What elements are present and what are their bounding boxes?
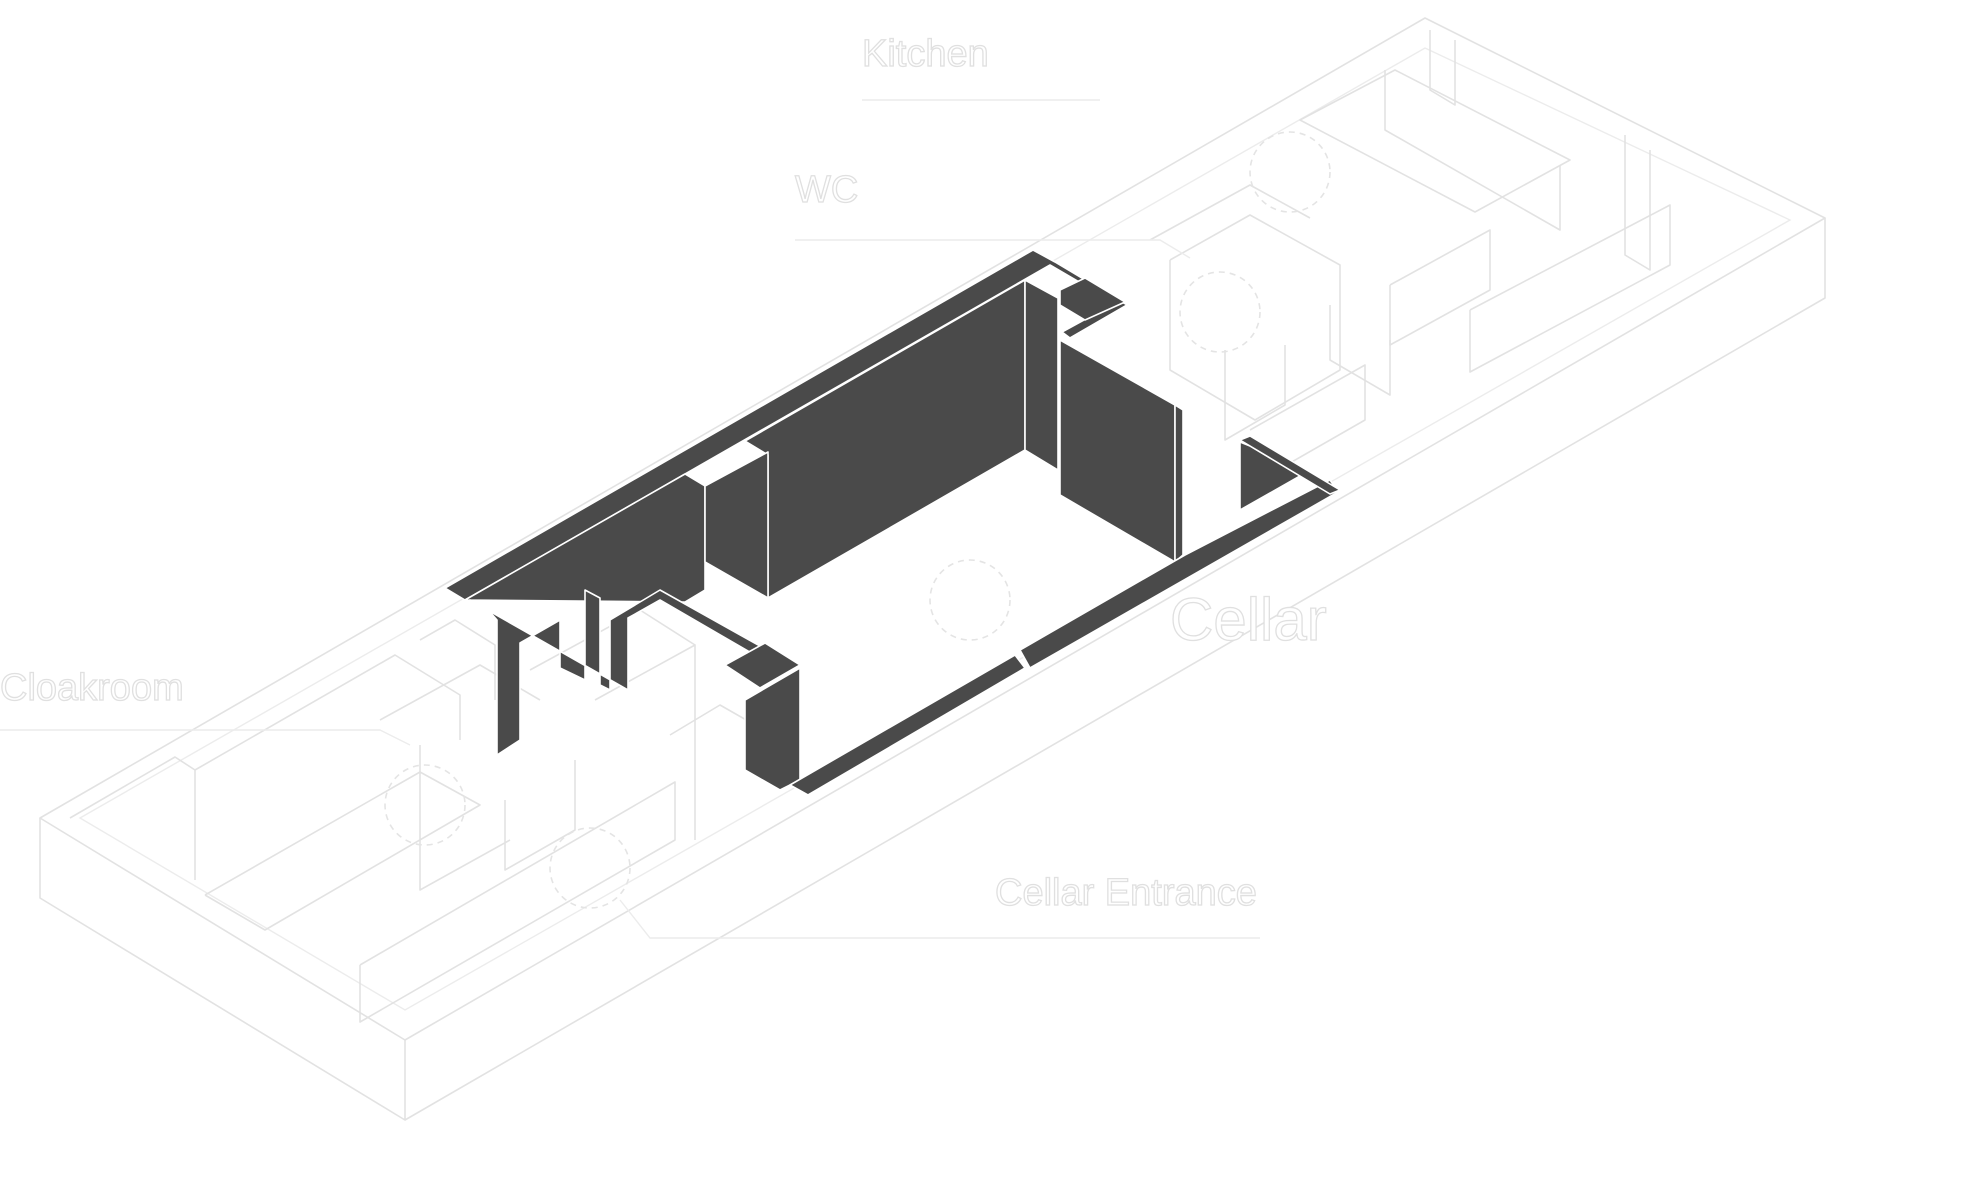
cellar-inner-step-cap — [724, 642, 801, 689]
kitchen-block — [1299, 69, 1571, 213]
room-label-cloakroom: Cloakroom — [0, 667, 184, 709]
room-labels: Kitchen WC Cellar Cloakroom Cellar Entra… — [0, 32, 1327, 914]
wc-door — [1249, 364, 1366, 484]
cellar-walls — [444, 249, 1341, 796]
cellar-left-pillar — [704, 451, 769, 599]
room-label-kitchen: Kitchen — [862, 33, 989, 75]
cloakroom-bench — [204, 771, 481, 931]
cellar-back-wall — [744, 279, 1026, 599]
cellar-right-return-cap — [1239, 435, 1341, 495]
pendant-light-kitchen — [1249, 131, 1331, 213]
cellar-right-wall — [1059, 339, 1176, 563]
base-slab-inner-rim — [78, 47, 1792, 1011]
cellar-pier — [1024, 279, 1059, 471]
kitchen-counter — [1469, 204, 1671, 373]
cellar-left-column — [469, 589, 768, 756]
pendant-light-wc — [1179, 271, 1261, 353]
cellar-right-wall-edge — [1174, 404, 1184, 563]
room-label-cellar: Cellar — [1170, 586, 1327, 653]
cellar-front-wall — [789, 654, 1026, 796]
cloakroom-block — [194, 654, 461, 771]
cellar-inner-step-wall — [744, 667, 801, 791]
cellar-left-upper-wall — [464, 473, 706, 603]
base-slab-front-left — [39, 818, 406, 1121]
kitchen-wall-c — [1624, 135, 1651, 271]
kitchen-wall-b — [1429, 30, 1456, 106]
wc-block — [1169, 214, 1341, 421]
wc-guide — [795, 239, 1191, 259]
cloakroom-wall-top — [69, 756, 196, 880]
kitchen-wall-a — [1384, 70, 1561, 231]
room-label-cellar-entrance: Cellar Entrance — [995, 872, 1257, 914]
base-slab-front-right — [404, 218, 1826, 1121]
context-outline — [0, 17, 1826, 1121]
cloakroom-cabinet — [359, 781, 676, 1023]
right-step — [1149, 184, 1311, 241]
left-partition-b — [419, 745, 511, 891]
left-partition-c — [504, 760, 576, 871]
wc-inner — [1224, 345, 1286, 441]
cellar-corner-return — [1059, 277, 1126, 321]
pendant-light-cellar — [929, 559, 1011, 641]
pendant-light-entrance — [549, 827, 631, 909]
cloakroom-guide — [0, 729, 411, 746]
cellar-back-wall-cap — [444, 249, 1128, 601]
left-upper-wall — [419, 619, 496, 700]
base-slab-top — [39, 17, 1826, 1041]
room-label-wc: WC — [795, 169, 858, 211]
entrance-guide — [619, 899, 1260, 939]
wc-partition — [1329, 305, 1391, 396]
kitchen-counter-2 — [1389, 229, 1491, 346]
pendant-light-cloakroom — [384, 764, 466, 846]
